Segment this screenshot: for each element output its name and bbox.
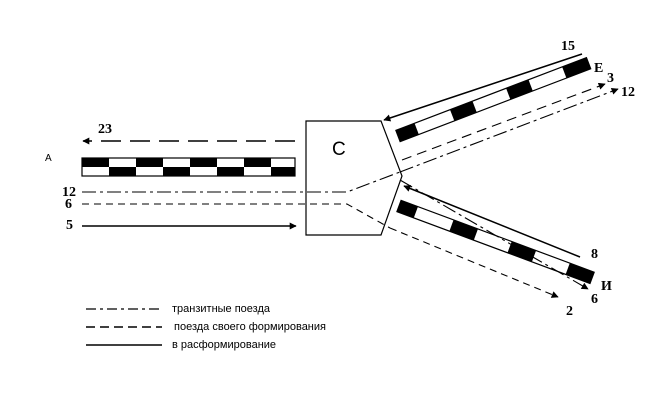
track-i — [396, 199, 595, 285]
flow-west-transit-12 — [82, 171, 401, 193]
flow-i-inbound-8 — [403, 185, 581, 258]
flow-i-transit-2 — [399, 179, 589, 290]
flow-east-own-3 — [401, 82, 606, 161]
label-west-inbound-count: 5 — [66, 218, 73, 233]
label-i-transit-count: 2 — [566, 304, 573, 319]
label-east-transit-count: 12 — [621, 85, 635, 100]
label-west-out-count: 23 — [98, 122, 112, 137]
station-label: С — [332, 139, 346, 160]
label-east-inbound-count: 15 — [561, 39, 575, 54]
flow-west-own-6 — [82, 203, 391, 229]
legend-disband-label: в расформирование — [172, 339, 276, 351]
label-i-inbound-count: 8 — [591, 247, 598, 262]
flow-east-inbound-15 — [383, 53, 583, 122]
label-west-transit-count: 12 — [62, 185, 76, 200]
label-east-own-count: 3 — [607, 71, 614, 86]
station-e-label: Е — [594, 61, 603, 76]
legend-transit-label: транзитные поезда — [172, 303, 271, 315]
track-east — [395, 56, 592, 143]
label-i-own-count: 6 — [591, 292, 598, 307]
flow-east-transit-12 — [399, 87, 619, 173]
station-block — [305, 120, 403, 236]
legend: транзитные поезда поезда своего формиров… — [86, 303, 326, 351]
flow-i-own-6 — [389, 227, 559, 298]
legend-own-label: поезда своего формирования — [174, 321, 326, 333]
label-west-own-count: 6 — [65, 197, 72, 212]
station-i-label: И — [601, 279, 612, 294]
station-a-label: А — [45, 153, 52, 164]
track-west — [81, 157, 296, 177]
